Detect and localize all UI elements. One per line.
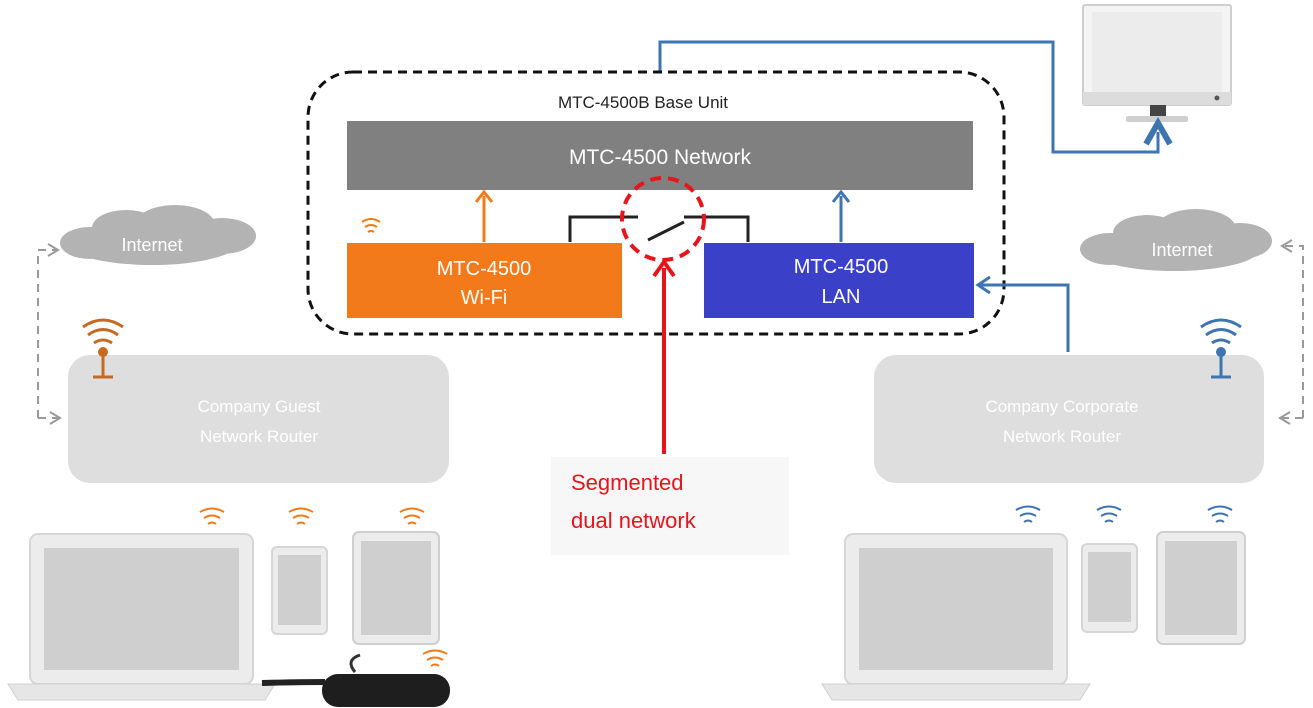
right-laptop-icon <box>821 533 1091 701</box>
callout-box <box>551 457 789 555</box>
right-router-antenna-icon <box>1200 318 1242 379</box>
highlight-circle <box>620 176 706 262</box>
right-tablet-icon <box>1156 531 1246 645</box>
wifi-module-line2: Wi-Fi <box>461 287 508 309</box>
right-internet-label: Internet <box>1151 240 1212 260</box>
left-router-antenna-icon <box>82 318 124 379</box>
wifi-signal-icon <box>361 218 381 233</box>
lan-module <box>704 243 974 318</box>
network-bar-label: MTC-4500 Network <box>569 146 752 169</box>
right-phone-icon <box>1081 543 1138 633</box>
monitor-icon <box>1082 4 1232 122</box>
lan-module-line2: LAN <box>822 286 861 308</box>
left-internet-cloud <box>60 205 256 265</box>
left-laptop-icon <box>7 533 276 701</box>
lan-module-line1: MTC-4500 <box>794 256 888 278</box>
router-to-lan-line <box>975 275 1070 352</box>
base-unit-frame <box>306 70 1006 336</box>
left-internet-label: Internet <box>121 235 182 255</box>
wifi-module-line1: MTC-4500 <box>437 258 531 280</box>
left-dashed-link <box>37 243 62 425</box>
callout-line1: Segmented <box>571 470 684 495</box>
monitor-connection-line <box>658 40 1158 154</box>
left-phone-icon <box>271 546 328 635</box>
left-device-wifi-icons <box>199 507 448 667</box>
right-device-wifi-icons <box>1015 505 1233 523</box>
left-router-line1: Company Guest <box>198 397 321 416</box>
left-tablet-icon <box>352 531 440 645</box>
right-router <box>874 355 1264 483</box>
right-dashed-link <box>1278 239 1304 425</box>
left-router-line2: Network Router <box>200 427 318 446</box>
wifi-module <box>347 243 622 318</box>
right-router-line1: Company Corporate <box>985 397 1138 416</box>
base-unit-title: MTC-4500B Base Unit <box>558 93 728 112</box>
callout-line2: dual network <box>571 508 697 533</box>
right-router-line2: Network Router <box>1003 427 1121 446</box>
wireless-dongle-icon <box>261 653 450 707</box>
left-router <box>68 355 449 483</box>
right-internet-cloud <box>1080 209 1272 271</box>
network-switch <box>568 215 750 242</box>
